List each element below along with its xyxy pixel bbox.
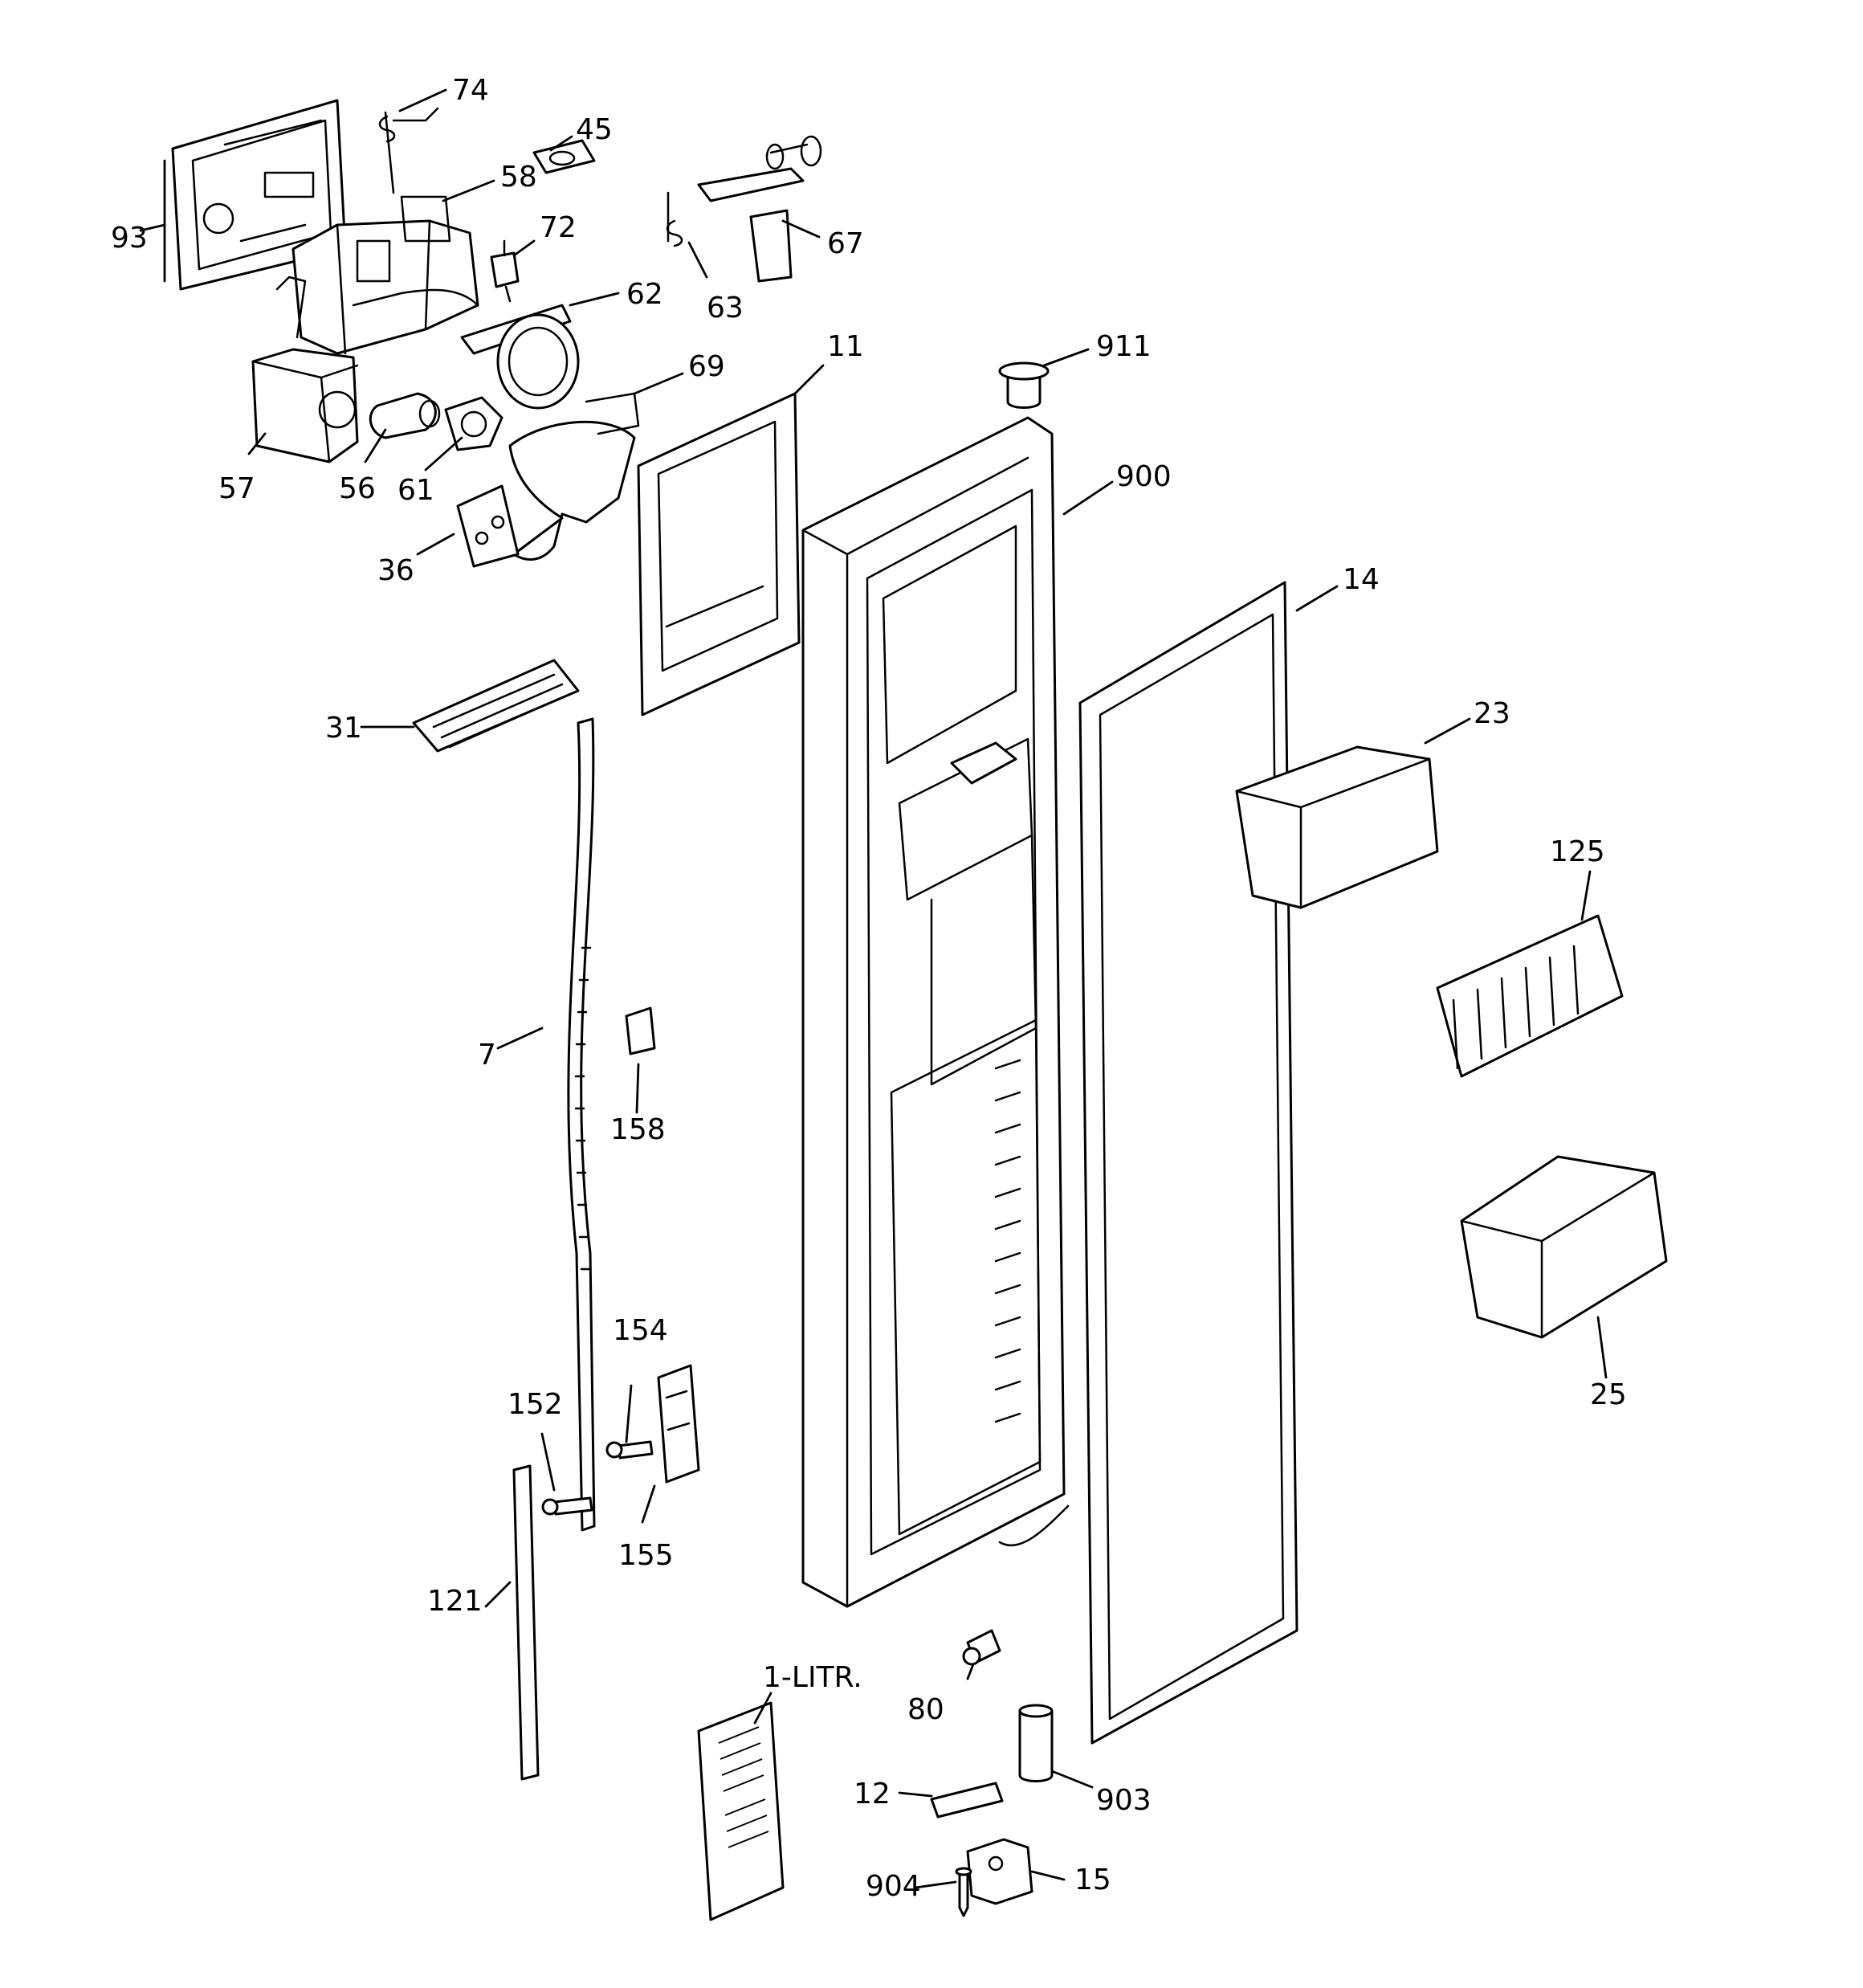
part-flapper-housing [508,392,640,561]
part-spring-74 [378,107,439,194]
callout-80: 80 [907,1693,944,1726]
callout-904: 904 [866,1870,921,1903]
part-auger-parts [369,392,503,451]
callout-14: 14 [1343,563,1380,596]
part-bracket-36 [456,484,520,568]
callout-911: 911 [1096,330,1152,363]
part-literature [697,1701,785,1921]
part-trim-121 [512,1464,540,1781]
callout-155: 155 [618,1539,674,1572]
part-dispenser-housing [275,195,479,355]
callout-labels: 74 45 58 93 72 67 63 62 11 911 69 57 56 … [111,74,1627,1903]
callout-154: 154 [613,1314,668,1347]
callout-67: 67 [827,227,864,260]
part-hinge-12 [930,1782,1004,1819]
callout-56: 56 [339,472,376,505]
callout-25: 25 [1590,1378,1627,1411]
callout-12: 12 [854,1778,891,1810]
callout-31: 31 [325,712,362,745]
part-bin-25 [1460,1155,1668,1339]
part-screws [541,1440,654,1516]
part-screw-904 [955,1867,972,1917]
part-switch-72 [490,239,520,303]
part-door-pivot [666,135,822,283]
callout-7: 7 [478,1039,496,1072]
callout-121: 121 [427,1585,483,1618]
callout-74: 74 [452,74,489,107]
callout-23: 23 [1474,697,1510,730]
callout-57: 57 [218,472,255,505]
part-basket-125 [1436,914,1624,1078]
callout-72: 72 [540,211,577,244]
callout-125: 125 [1550,835,1605,868]
part-bin-23 [1235,745,1439,909]
callout-152: 152 [508,1388,563,1421]
part-grille-31 [412,659,580,753]
callout-93: 93 [111,222,148,255]
part-handle-7 [567,717,596,1532]
callout-63: 63 [707,292,744,325]
part-chute-ring [460,304,580,410]
callout-158: 158 [610,1113,666,1146]
part-cap-911 [998,361,1050,409]
leader-lines [139,88,1608,1889]
part-motor-box [251,348,359,463]
part-pin-903 [1018,1704,1054,1782]
callout-903: 903 [1096,1784,1152,1817]
callout-69: 69 [688,350,725,383]
callout-61: 61 [397,474,434,507]
callout-58: 58 [500,161,537,194]
part-dispenser-frame [637,392,801,716]
part-door-900 [801,416,1070,1608]
callout-15: 15 [1074,1863,1111,1896]
part-bracket-45 [532,139,596,174]
part-clip-158 [625,1006,656,1055]
callout-900: 900 [1116,460,1172,493]
callout-45: 45 [576,113,613,146]
part-plug-80 [962,1629,1001,1666]
callout-36: 36 [377,554,414,587]
callout-11: 11 [827,330,864,363]
part-gasket-14 [1078,581,1298,1745]
callout-62: 62 [626,278,663,311]
part-hinge-15 [966,1838,1033,1905]
callout-1-litr: 1-LITR. [763,1661,862,1694]
part-hinge-155 [657,1364,700,1484]
